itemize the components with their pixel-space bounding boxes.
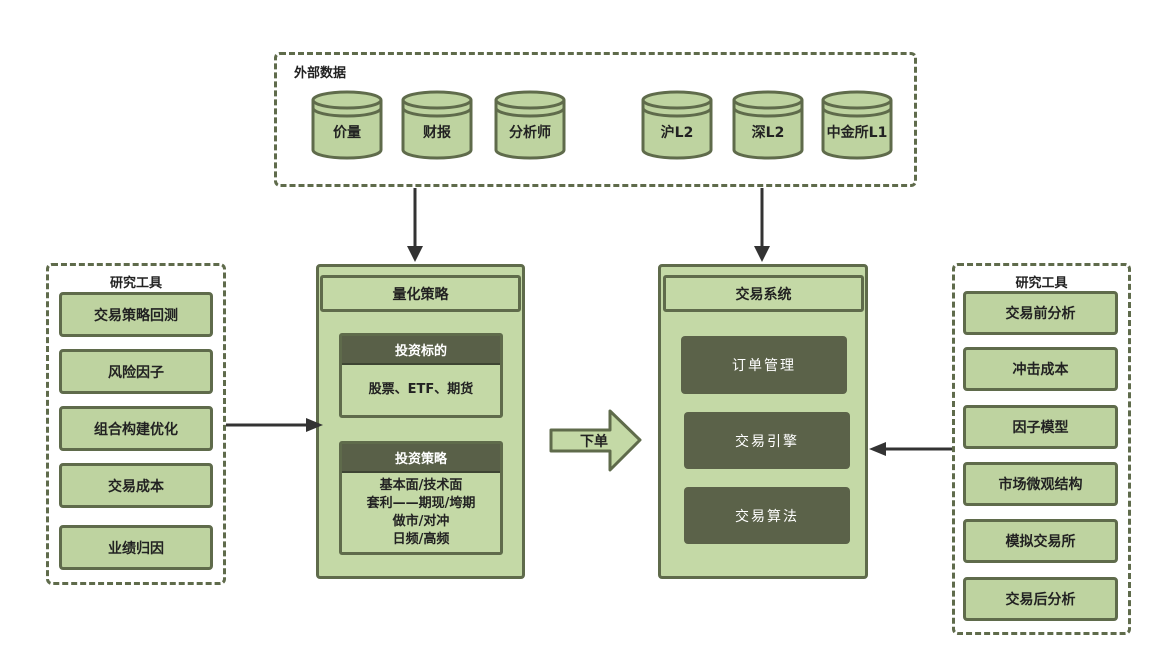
order-arrow-shape: [549, 409, 642, 472]
tool-impact-cost: 冲击成本: [963, 347, 1118, 391]
tool-post-trade-analysis: 交易后分析: [963, 577, 1118, 621]
investment-strategies-box: 投资策略 基本面/技术面 套利——期现/垮期 做市/对冲 日频/高频: [339, 441, 503, 555]
investment-strategies-body: 基本面/技术面 套利——期现/垮期 做市/对冲 日频/高频: [342, 473, 500, 552]
tool-performance-attribution: 业绩归因: [59, 525, 213, 570]
database-icon: [311, 90, 383, 160]
tool-trading-cost: 交易成本: [59, 463, 213, 508]
tool-pre-trade-analysis: 交易前分析: [963, 291, 1118, 335]
tool-risk-factor: 风险因子: [59, 349, 213, 394]
external-data-title: 外部数据: [294, 66, 347, 81]
arrowhead-icon: [754, 246, 770, 262]
database-label: 深L2: [751, 125, 785, 141]
order-arrow-label: 下单: [580, 434, 608, 450]
database-cffex-l1: 中金所L1: [820, 88, 894, 160]
tool-portfolio-optimization: 组合构建优化: [59, 406, 213, 451]
tool-market-microstructure: 市场微观结构: [963, 462, 1118, 506]
database-label: 中金所L1: [826, 125, 888, 141]
tool-simulated-exchange: 模拟交易所: [963, 519, 1118, 563]
database-icon: [821, 90, 893, 160]
database-icon: [494, 90, 566, 160]
database-financial-reports: 财报: [400, 88, 474, 160]
database-label: 财报: [423, 125, 451, 141]
quant-strategy-title: 量化策略: [320, 275, 521, 312]
database-label: 分析师: [509, 125, 551, 141]
database-shenzhen-l2: 深L2: [731, 88, 805, 160]
right-research-tools-title: 研究工具: [1015, 276, 1068, 291]
database-icon: [641, 90, 713, 160]
investment-targets-box: 投资标的 股票、ETF、期货: [339, 333, 503, 418]
database-label: 沪L2: [660, 125, 694, 141]
investment-targets-text: 股票、ETF、期货: [368, 382, 474, 397]
trading-engine-module: 交易引擎: [684, 412, 850, 469]
database-analyst: 分析师: [493, 88, 567, 160]
arrowhead-icon: [306, 418, 323, 432]
arrowhead-icon: [869, 442, 886, 456]
database-icon: [401, 90, 473, 160]
investment-targets-body: 股票、ETF、期货: [342, 365, 500, 415]
trading-algorithm-module: 交易算法: [684, 487, 850, 544]
database-label: 价量: [333, 125, 361, 141]
order-management-module: 订单管理: [681, 336, 847, 394]
database-shanghai-l2: 沪L2: [640, 88, 714, 160]
database-price-volume: 价量: [310, 88, 384, 160]
left-research-tools-title: 研究工具: [109, 276, 162, 291]
strategy-line: 基本面/技术面: [379, 477, 463, 493]
strategy-line: 日频/高频: [392, 531, 450, 547]
strategy-line: 做市/对冲: [392, 513, 450, 529]
strategy-line: 套利——期现/垮期: [366, 495, 476, 511]
arrowhead-icon: [407, 246, 423, 262]
tool-factor-model: 因子模型: [963, 405, 1118, 449]
investment-strategies-header: 投资策略: [342, 444, 500, 473]
database-icon: [732, 90, 804, 160]
trading-system-title: 交易系统: [663, 275, 864, 312]
tool-backtest: 交易策略回测: [59, 292, 213, 337]
investment-targets-header: 投资标的: [342, 336, 500, 365]
